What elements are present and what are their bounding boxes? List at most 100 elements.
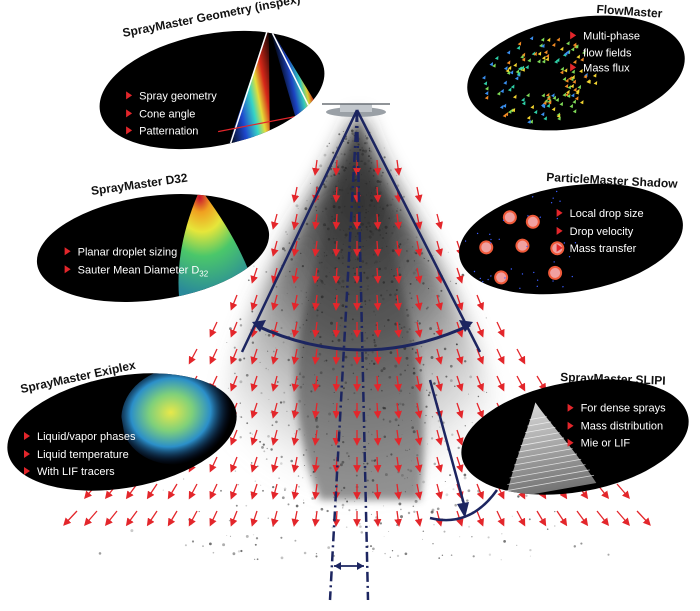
velocity-arrow: [394, 159, 402, 176]
bullet-triangle-icon: [567, 403, 574, 412]
spray-speckle: [382, 171, 384, 174]
particle-dot: [487, 278, 489, 281]
velocity-arrow: [250, 429, 258, 446]
particle-dot: [464, 240, 467, 242]
flowmaster-ellipse: Multi-phase flow fields Mass flux: [458, 0, 694, 147]
spray-speckle: [376, 179, 380, 183]
droplet-shadow: [525, 214, 540, 229]
bullet-triangle-icon: [556, 243, 563, 252]
spray-speckle: [325, 254, 328, 257]
spray-speckle: [233, 346, 236, 349]
spray-speckle: [239, 402, 241, 404]
spray-speckle: [436, 507, 440, 511]
spray-speckle: [422, 480, 425, 484]
velocity-arrow: [435, 240, 443, 257]
spray-speckle: [227, 387, 229, 389]
spray-speckle: [316, 279, 319, 282]
spray-speckle: [396, 554, 400, 558]
spray-speckle: [373, 205, 375, 207]
velocity-arrow: [476, 510, 484, 527]
spray-speckle: [290, 258, 293, 261]
spray-speckle: [385, 232, 388, 235]
spray-speckle: [309, 183, 311, 184]
spray-speckle: [368, 431, 370, 433]
flow-vector: [507, 87, 512, 92]
flow-vector: [552, 95, 557, 100]
spray-speckle: [304, 465, 306, 466]
flow-vector: [520, 54, 524, 59]
droplet-shadow: [479, 240, 494, 255]
flow-vector: [541, 55, 546, 60]
spray-speckle: [364, 183, 366, 184]
spray-speckle: [339, 463, 343, 467]
spray-speckle: [292, 518, 295, 522]
spray-speckle: [249, 432, 252, 435]
spray-speckle: [253, 558, 256, 561]
spray-speckle: [381, 247, 383, 249]
spray-speckle: [289, 270, 291, 273]
spray-speckle: [401, 474, 404, 477]
spray-speckle: [383, 505, 384, 507]
velocity-arrow: [414, 510, 423, 527]
spray-speckle: [396, 524, 399, 527]
spray-speckle: [265, 367, 267, 370]
spray-speckle: [468, 525, 471, 528]
particle-dot: [539, 216, 542, 218]
spray-speckle: [245, 373, 249, 377]
spray-speckle: [326, 227, 330, 231]
spray-speckle: [355, 508, 358, 511]
particle-dot: [526, 245, 528, 248]
spray-speckle: [404, 552, 408, 556]
spray-speckle: [370, 150, 372, 153]
spray-speckle: [299, 252, 302, 255]
spray-speckle: [359, 148, 362, 151]
spray-speckle: [374, 344, 377, 347]
spray-speckle: [419, 499, 421, 501]
spray-speckle: [251, 341, 255, 344]
velocity-arrow: [332, 240, 341, 257]
spray-speckle: [250, 462, 253, 464]
spray-speckle: [364, 300, 367, 303]
spray-speckle: [239, 324, 243, 327]
spray-speckle: [316, 314, 319, 317]
spray-speckle: [315, 552, 318, 555]
velocity-arrow: [312, 375, 320, 392]
flow-vector: [484, 90, 489, 96]
spray-speckle: [471, 536, 473, 538]
flow-vector: [556, 113, 561, 118]
velocity-arrow: [394, 375, 402, 392]
spray-speckle: [449, 474, 452, 477]
droplet-sizing-image: [178, 188, 255, 297]
spray-speckle: [332, 205, 336, 209]
spray-speckle: [344, 381, 348, 384]
flow-vector: [571, 75, 575, 80]
droplet-shadow: [502, 210, 517, 225]
spray-speckle: [351, 132, 355, 136]
spray-speckle: [279, 401, 283, 404]
spray-speckle: [323, 183, 326, 186]
velocity-arrow: [414, 456, 423, 473]
velocity-arrow: [209, 456, 218, 473]
spray-speckle: [368, 299, 371, 302]
spray-speckle: [401, 403, 405, 406]
velocity-arrow: [414, 483, 423, 500]
velocity-arrow: [373, 213, 382, 230]
flow-vector: [574, 96, 579, 101]
spray-speckle: [302, 477, 304, 479]
spray-speckle: [529, 555, 531, 557]
spray-speckle: [456, 343, 458, 346]
spray-speckle: [437, 328, 439, 330]
velocity-arrow: [230, 510, 238, 527]
particle-dot: [503, 300, 506, 302]
spray-speckle: [354, 272, 356, 275]
feature-item: Mass transfer: [556, 241, 644, 258]
flow-vector: [537, 51, 542, 56]
spray-speckle: [313, 451, 315, 453]
spray-speckle: [183, 478, 185, 480]
spray-speckle: [338, 180, 339, 182]
spray-speckle: [365, 262, 368, 265]
velocity-arrow: [414, 267, 423, 284]
velocity-arrow: [209, 348, 218, 365]
velocity-arrow: [373, 186, 382, 203]
velocity-arrow: [332, 321, 341, 338]
